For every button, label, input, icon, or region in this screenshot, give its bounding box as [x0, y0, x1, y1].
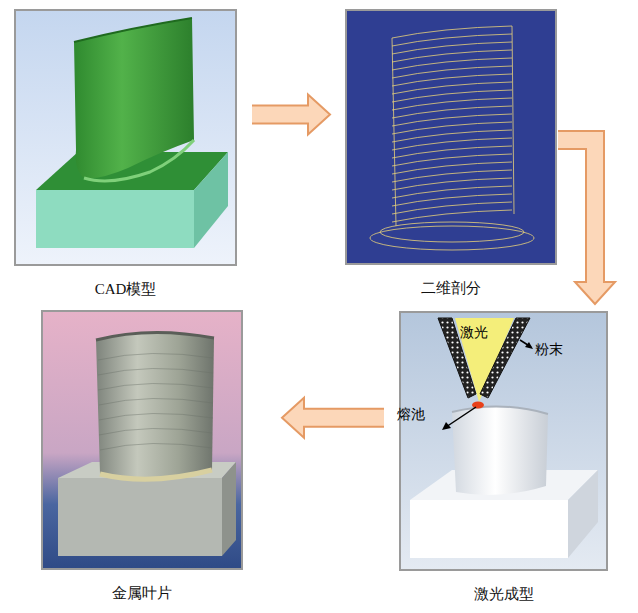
arrow-head	[308, 94, 330, 134]
arrow-outline	[558, 140, 595, 284]
panel-node: CAD模型	[15, 10, 236, 301]
laser-forming-picture	[400, 312, 607, 570]
arrow-body	[558, 140, 595, 284]
arrow-head	[575, 282, 615, 304]
slicing-picture	[346, 10, 556, 264]
panel-caption: CAD模型	[15, 279, 236, 299]
cad-model-picture	[15, 10, 236, 265]
arrow-body	[302, 410, 384, 426]
block-arrow	[252, 94, 330, 134]
part-label: 熔池	[397, 406, 425, 422]
panel-node: 激光成型	[400, 312, 607, 606]
panel-node: 金属叶片	[42, 311, 242, 605]
arrow-head	[282, 398, 304, 438]
part-label: 激光	[460, 324, 488, 340]
panel-node: 二维剖分	[346, 10, 556, 300]
block-arrow	[282, 398, 384, 438]
panel-caption: 激光成型	[400, 584, 607, 604]
block-arrow	[558, 140, 615, 304]
panel-caption: 金属叶片	[42, 583, 242, 603]
arrow-outline	[302, 408, 384, 428]
arrow-outline	[252, 104, 310, 124]
panel-caption: 二维剖分	[346, 278, 556, 298]
metal-blade-photo	[42, 311, 242, 569]
arrow-body	[252, 106, 310, 122]
part-label: 粉末	[535, 341, 563, 357]
